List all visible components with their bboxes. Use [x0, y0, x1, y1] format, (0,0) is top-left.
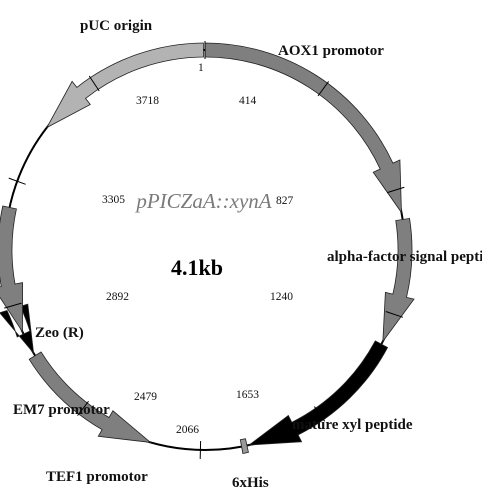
tick-mark-3718 [88, 75, 100, 92]
label-tef1-promotor: TEF1 promotor [46, 469, 148, 485]
feature-arc-aox1-promotor [204, 42, 402, 214]
tick-label-2479: 2479 [134, 391, 157, 403]
label-6xhis: 6xHis [232, 475, 269, 491]
tick-mark-2479 [77, 401, 89, 416]
label-aox1-promotor: AOX1 promotor [278, 43, 384, 59]
label-alpha-factor-signal-peptide: alpha-factor signal peptide [327, 249, 482, 265]
plasmid-size: 4.1kb [171, 255, 223, 280]
tick-mark-1240 [385, 311, 404, 318]
tick-label-1240: 1240 [270, 291, 293, 303]
feature-arc-puc-origin [45, 42, 204, 129]
feature-arcs [0, 42, 415, 454]
tick-label-414: 414 [239, 95, 257, 107]
label-zeo-r: Zeo (R) [35, 325, 84, 341]
tick-mark-414 [317, 81, 330, 97]
plasmid-name: pPICZaA::xynA [134, 189, 271, 213]
feature-arc-6xhis [239, 438, 249, 454]
label-em7-promotor: EM7 promotor [13, 402, 110, 418]
tick-mark-1653 [313, 406, 326, 422]
tick-marks [4, 41, 405, 459]
label-puc-origin: pUC origin [80, 18, 153, 34]
feature-arc-mature-xyl-peptide [247, 340, 389, 446]
tick-label-827: 827 [276, 195, 294, 207]
tick-label-1653: 1653 [236, 389, 259, 401]
tick-mark-3305 [8, 177, 26, 185]
feature-arc-zeo-r [0, 205, 23, 334]
tick-label-2892: 2892 [106, 291, 129, 303]
tick-label-3718: 3718 [136, 95, 159, 107]
feature-arc-tef1-promotor [28, 351, 152, 443]
label-mature-xyl-peptide: mature xyl peptide [292, 417, 413, 433]
tick-label-2066: 2066 [176, 424, 199, 436]
feature-arc-em7-promotor [0, 303, 35, 355]
tick-label-3305: 3305 [102, 194, 125, 206]
tick-mark-827 [387, 186, 405, 194]
tick-mark-2892 [4, 302, 22, 309]
feature-arc-alpha-factor-signal-peptide [382, 217, 415, 343]
tick-label-1: 1 [198, 62, 204, 74]
